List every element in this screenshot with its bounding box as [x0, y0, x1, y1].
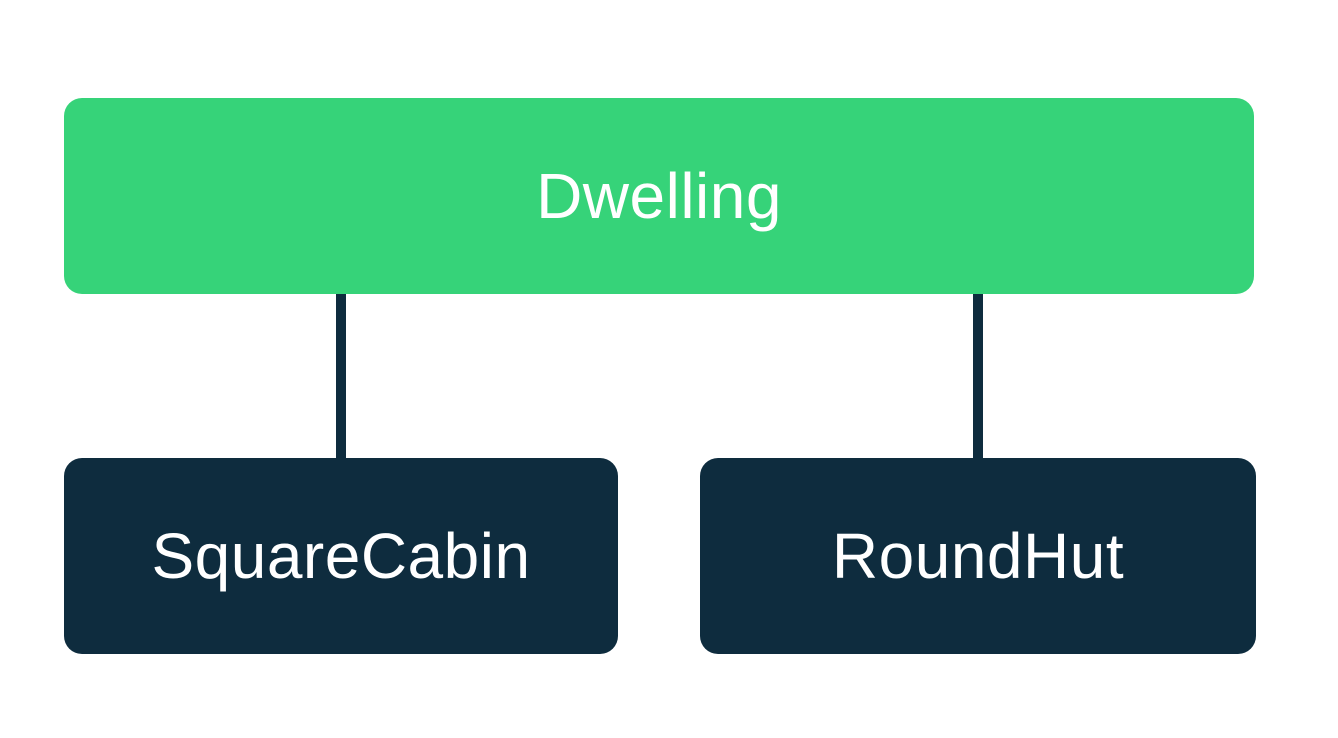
node-dwelling-label: Dwelling — [536, 160, 782, 232]
node-squarecabin-label: SquareCabin — [151, 520, 531, 592]
connector-dwelling-roundhut — [973, 294, 983, 458]
connector-dwelling-squarecabin — [336, 294, 346, 458]
node-squarecabin: SquareCabin — [64, 458, 618, 654]
node-roundhut-label: RoundHut — [831, 520, 1125, 592]
node-roundhut: RoundHut — [700, 458, 1256, 654]
node-dwelling: Dwelling — [64, 98, 1254, 294]
